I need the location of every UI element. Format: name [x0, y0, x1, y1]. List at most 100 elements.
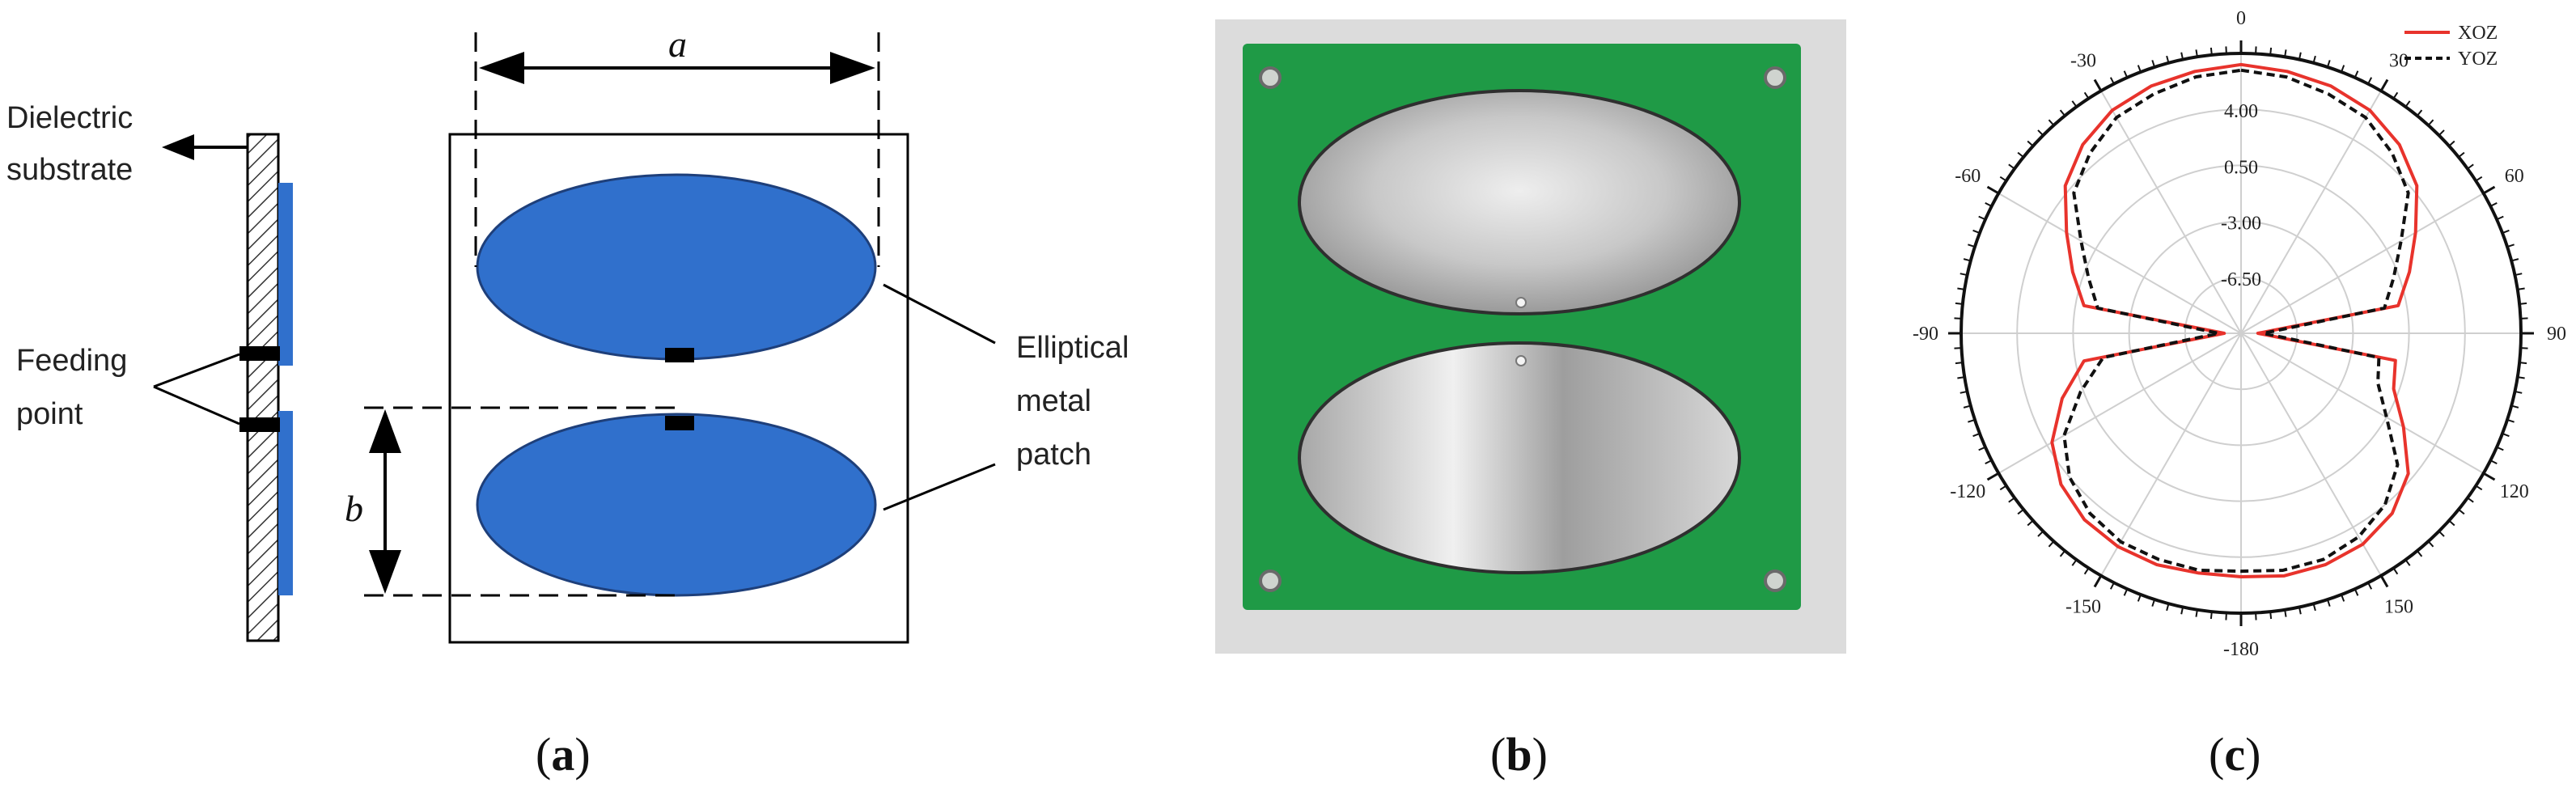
- feed-pin-upper-photo: [1515, 297, 1527, 308]
- polar-minor-tick: [2137, 65, 2142, 73]
- side-patch-lower: [278, 411, 293, 595]
- polar-minor-tick: [1963, 404, 1972, 409]
- feed-point-lower: [665, 416, 694, 430]
- mount-hole-bl: [1259, 569, 1282, 592]
- side-view: Dielectric substrate Feeding point: [6, 101, 293, 642]
- feed-leader-upper: [153, 353, 240, 388]
- polar-spoke-240: [1998, 332, 2242, 474]
- polar-minor-tick: [2017, 151, 2024, 159]
- polar-minor-tick: [2341, 594, 2345, 602]
- polar-spoke-210: [2100, 332, 2242, 577]
- polar-angle-label: 90: [2547, 324, 2566, 345]
- polar-minor-tick: [1978, 215, 1986, 221]
- feed-block-lower: [239, 417, 280, 432]
- polar-minor-tick: [2515, 390, 2523, 394]
- polar-minor-tick: [2312, 55, 2316, 64]
- panel-c: 0306090120150-180-150-120-90-60-304.000.…: [1913, 8, 2566, 781]
- side-patch-upper: [278, 183, 293, 366]
- polar-minor-tick: [2109, 582, 2115, 590]
- dim-b-arrow-top: [369, 409, 401, 453]
- polar-minor-tick: [2048, 119, 2055, 126]
- polar-minor-tick: [2341, 65, 2345, 73]
- polar-minor-tick: [2166, 55, 2170, 64]
- substrate-label-line2: substrate: [6, 153, 133, 187]
- polar-minor-tick: [2448, 519, 2455, 527]
- polar-minor-tick: [2109, 77, 2115, 85]
- polar-minor-tick: [2166, 603, 2170, 612]
- polar-minor-tick: [2496, 215, 2504, 221]
- polar-minor-tick: [1957, 287, 1965, 290]
- polar-minor-tick: [2354, 588, 2359, 596]
- patch-label-line3: patch: [1016, 438, 1091, 472]
- polar-radial-label: 4.00: [2224, 101, 2258, 122]
- polar-angle-label: 30: [2389, 50, 2409, 71]
- polar-angle-label: -180: [2223, 639, 2259, 660]
- polar-minor-tick: [2458, 151, 2465, 159]
- dielectric-substrate-side: [246, 133, 280, 642]
- polar-minor-tick: [2475, 176, 2483, 182]
- panel-a: Dielectric substrate Feeding point a: [6, 23, 1129, 781]
- dim-a-arrow-left: [479, 52, 524, 84]
- polar-spoke-120: [2240, 332, 2485, 474]
- feed-pin-lower-photo: [1515, 355, 1527, 366]
- polar-minor-tick: [2008, 163, 2015, 170]
- patch-label-line2: metal: [1016, 384, 1091, 418]
- polar-minor-tick: [2037, 530, 2044, 537]
- polar-radial-label: 0.50: [2224, 157, 2258, 178]
- feed-label-line2: point: [16, 397, 83, 431]
- polar-angle-label: -90: [1913, 324, 1938, 345]
- polar-minor-tick: [2427, 119, 2434, 126]
- polar-minor-tick: [2354, 70, 2359, 78]
- polar-minor-tick: [2506, 418, 2515, 423]
- polar-radial-label: -3.00: [2221, 214, 2261, 235]
- polar-minor-tick: [2438, 129, 2445, 137]
- polar-minor-tick: [2502, 433, 2510, 438]
- polar-minor-tick: [1985, 201, 1993, 207]
- polar-radiation-pattern: 0306090120150-180-150-120-90-60-304.000.…: [1913, 8, 2566, 660]
- polar-radial-label: -6.50: [2221, 269, 2261, 290]
- polar-minor-tick: [2284, 609, 2287, 617]
- polar-minor-tick: [2438, 530, 2445, 537]
- patch-label-line1: Elliptical: [1016, 331, 1129, 365]
- polar-minor-tick: [1960, 390, 1968, 394]
- polar-minor-tick: [2008, 497, 2015, 503]
- polar-minor-tick: [2137, 594, 2142, 602]
- polar-minor-tick: [2027, 140, 2034, 147]
- polar-minor-tick: [2367, 582, 2373, 590]
- polar-minor-tick: [2083, 567, 2090, 575]
- polar-minor-tick: [2515, 273, 2523, 277]
- polar-minor-tick: [2083, 91, 2090, 100]
- polar-angle-label: 60: [2505, 166, 2524, 187]
- polar-angle-label: -60: [1955, 166, 1981, 187]
- polar-minor-tick: [1978, 446, 1986, 451]
- polar-minor-tick: [2506, 243, 2515, 248]
- caption-c: (c): [2209, 728, 2260, 781]
- polar-minor-tick: [2269, 47, 2273, 55]
- polar-minor-tick: [2071, 559, 2078, 566]
- polar-angle-label: -120: [1950, 481, 1985, 502]
- polar-minor-tick: [2510, 258, 2519, 262]
- polar-minor-tick: [1955, 362, 1964, 365]
- svg-text:(b): (b): [1490, 728, 1548, 781]
- polar-spoke-300: [1998, 193, 2242, 334]
- polar-angle-label: -150: [2065, 597, 2101, 618]
- polar-spoke-30: [2240, 90, 2382, 334]
- mount-hole-tl: [1259, 66, 1282, 89]
- polar-minor-tick: [2071, 100, 2078, 108]
- polar-minor-tick: [2496, 446, 2504, 451]
- polar-minor-tick: [2458, 508, 2465, 515]
- polar-minor-tick: [2123, 70, 2129, 78]
- svg-text:(a): (a): [536, 728, 591, 781]
- polar-minor-tick: [2284, 49, 2287, 57]
- polar-minor-tick: [2326, 599, 2331, 607]
- feed-label-line1: Feeding: [16, 344, 127, 378]
- mount-hole-br: [1764, 569, 1786, 592]
- substrate-outline: [448, 133, 909, 644]
- patch-leader-upper: [883, 283, 996, 345]
- elliptical-patch-upper: [476, 173, 877, 361]
- polar-major-tick: [2379, 574, 2389, 588]
- polar-minor-tick: [2517, 376, 2525, 379]
- polar-minor-tick: [2017, 508, 2024, 515]
- polar-minor-tick: [1960, 273, 1968, 277]
- polar-minor-tick: [2392, 91, 2399, 100]
